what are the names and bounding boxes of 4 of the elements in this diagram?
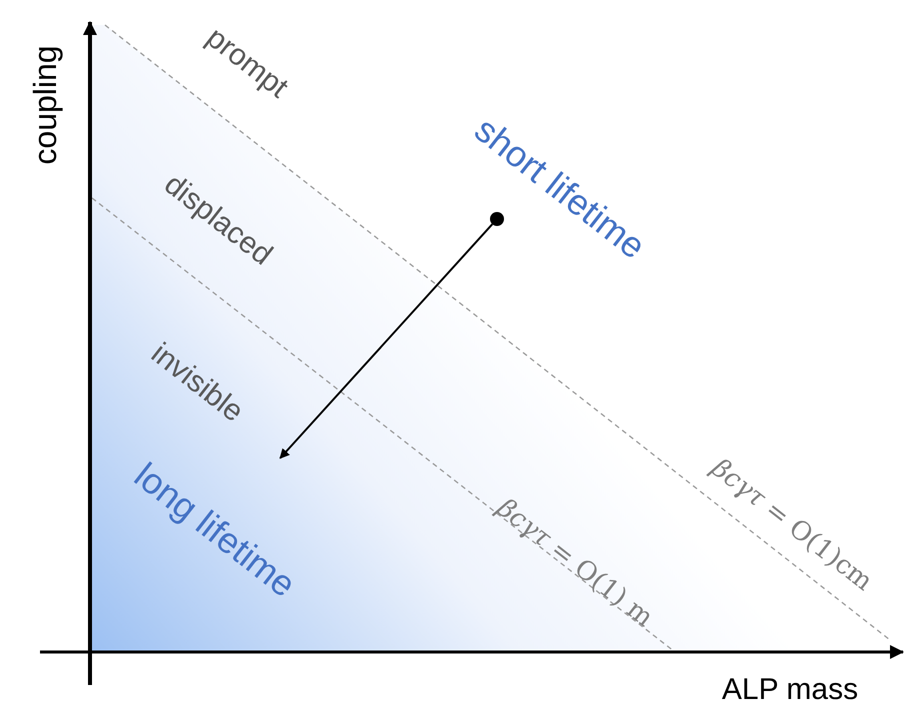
- start-dot: [490, 212, 504, 226]
- arrow: [279, 224, 494, 459]
- axis-label: ALP mass: [722, 675, 858, 705]
- axis-label: coupling: [29, 45, 61, 165]
